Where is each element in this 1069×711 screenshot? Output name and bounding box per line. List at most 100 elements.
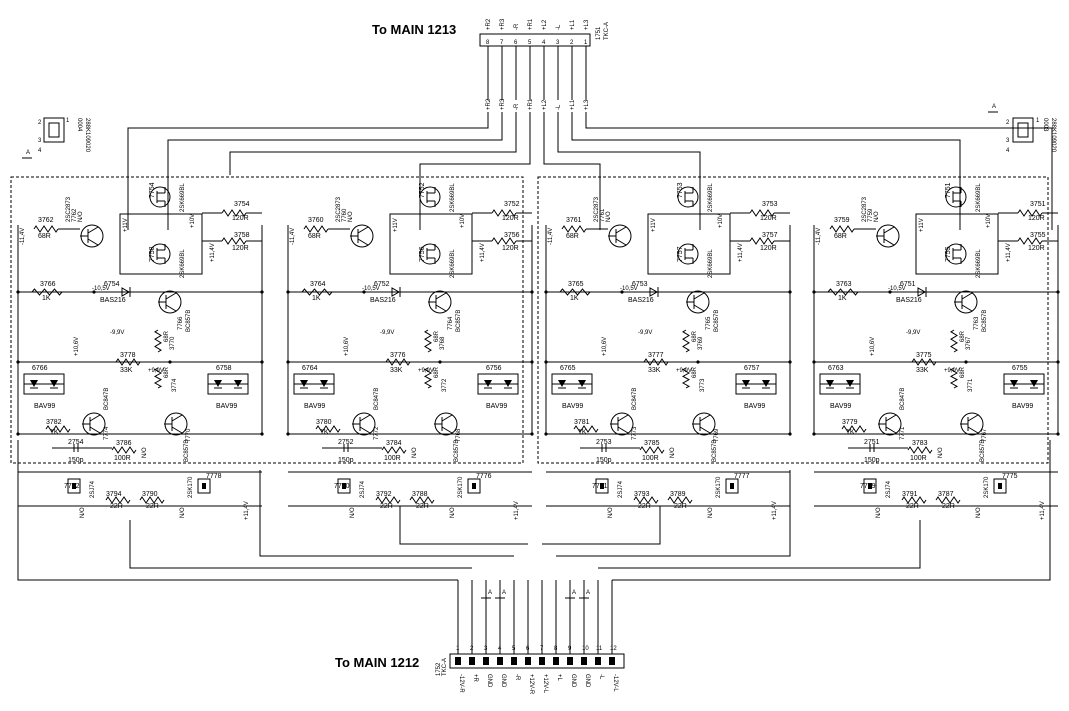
diode-type: BAV99	[486, 403, 507, 410]
resistor-ref: 3773	[700, 378, 706, 392]
resistor-value: 33K	[648, 367, 661, 374]
resistor-value: 68R	[434, 366, 440, 378]
junction-dot	[530, 432, 534, 436]
npn-lower	[878, 412, 902, 436]
bottom-pin	[567, 657, 573, 665]
bottom-pin	[581, 657, 587, 665]
transistor-ref: 7771	[900, 426, 906, 440]
resistor-ref: 3774	[172, 378, 178, 392]
fet-frame	[119, 213, 203, 275]
transistor-type: BC847B	[104, 388, 110, 410]
jfet-case	[725, 478, 739, 494]
net-label: N/O	[876, 507, 882, 518]
diode-ref: 6752	[374, 281, 390, 288]
gnd-label: A	[572, 590, 576, 596]
resistor-gate1	[901, 496, 927, 504]
transistor-type: BC857B	[454, 440, 460, 462]
jfet-b	[467, 478, 481, 494]
jfet-ref: 7782	[64, 483, 80, 490]
resistor-out2	[491, 237, 517, 245]
fet-body	[945, 186, 967, 208]
resistor-gate2	[935, 496, 961, 504]
diode-pair-right	[477, 373, 519, 395]
transistor-emitter	[617, 426, 629, 434]
resistor-emitter2	[681, 367, 691, 389]
resistor-value: 68R	[164, 366, 170, 378]
jfet-core	[600, 483, 604, 489]
top-pin-signal: +R3	[500, 18, 506, 30]
diode-pair-right	[735, 373, 777, 395]
junction-dot	[1056, 360, 1060, 364]
net-label: -9,9V	[380, 330, 394, 336]
resistor-value: 1K	[838, 295, 847, 302]
net-label: N/O	[874, 211, 880, 222]
jfet-core	[202, 483, 206, 489]
bottom-pin-signal: -L	[598, 674, 604, 680]
junction-dot	[1056, 290, 1060, 294]
junction-dot	[286, 290, 290, 294]
fet-bottom	[945, 243, 967, 265]
npn-transistor	[350, 224, 374, 248]
transistor-type: BC857B	[186, 310, 192, 332]
resistor-ref: 3793	[634, 491, 650, 498]
resistor-ref: 3779	[842, 419, 858, 426]
resistor-value: 68R	[960, 330, 966, 342]
fet-type: 2SK669BL	[180, 183, 186, 212]
junction-dot	[16, 290, 20, 294]
top-wire-label: +L1	[570, 99, 576, 110]
resistor-emitter2	[949, 367, 959, 389]
net-label: -11,4V	[548, 228, 554, 245]
switch-pin: 2	[38, 120, 42, 126]
jfet-b	[197, 478, 211, 494]
resistor-ref: 3794	[106, 491, 122, 498]
gnd-label: A	[502, 590, 506, 596]
bottom-routing-wire	[17, 440, 458, 581]
jfet-ref: 7777	[734, 473, 750, 480]
net-label: +10,6V	[344, 337, 350, 356]
net-label: +11V	[651, 218, 657, 232]
fet-type: 2SK669BL	[450, 183, 456, 212]
jfet-ref: 7781	[592, 483, 608, 490]
top-routing-wire	[557, 112, 701, 230]
diode-type: BAV99	[304, 403, 325, 410]
resistor-emitter2	[153, 367, 163, 389]
cap-value: 150p	[68, 457, 84, 464]
resistor-in	[33, 225, 59, 233]
net-label: +11V	[919, 218, 925, 232]
bottom-pin	[483, 657, 489, 665]
fet-top	[945, 186, 967, 208]
resistor-value: 68R	[566, 233, 579, 240]
resistor-value: 68R	[692, 366, 698, 378]
fet-type: 2SK669BL	[976, 183, 982, 212]
resistor-low	[315, 425, 341, 433]
resistor-gate1	[375, 496, 401, 504]
top-pin-number: 6	[514, 40, 518, 46]
jfet-type: 2SJ74	[360, 480, 366, 498]
resistor-value: 33K	[390, 367, 403, 374]
resistor-ref: 3757	[762, 232, 778, 239]
resistor-out2	[749, 237, 775, 245]
transistor-type: BC857B	[712, 440, 718, 462]
resistor-value: 120R	[232, 245, 249, 252]
resistor-emitter	[950, 329, 958, 353]
fet-type: 2SK669BL	[708, 249, 714, 278]
diode-pair-left	[293, 373, 335, 395]
resistor-value: 1K	[846, 429, 855, 436]
fet-frame	[915, 213, 999, 275]
diode-bas216	[121, 287, 131, 297]
transistor-ref: 7763	[974, 316, 980, 330]
transistor-emitter	[357, 238, 369, 246]
top-wire-label: +L3	[584, 99, 590, 110]
net-label: N/O	[78, 211, 84, 222]
resistor-emitter	[682, 329, 690, 353]
resistor-ref: 3761	[566, 217, 582, 224]
jfet-core	[472, 483, 476, 489]
junction-dot	[544, 432, 548, 436]
fet-bottom	[149, 243, 171, 265]
resistor-ref: 3764	[310, 281, 326, 288]
